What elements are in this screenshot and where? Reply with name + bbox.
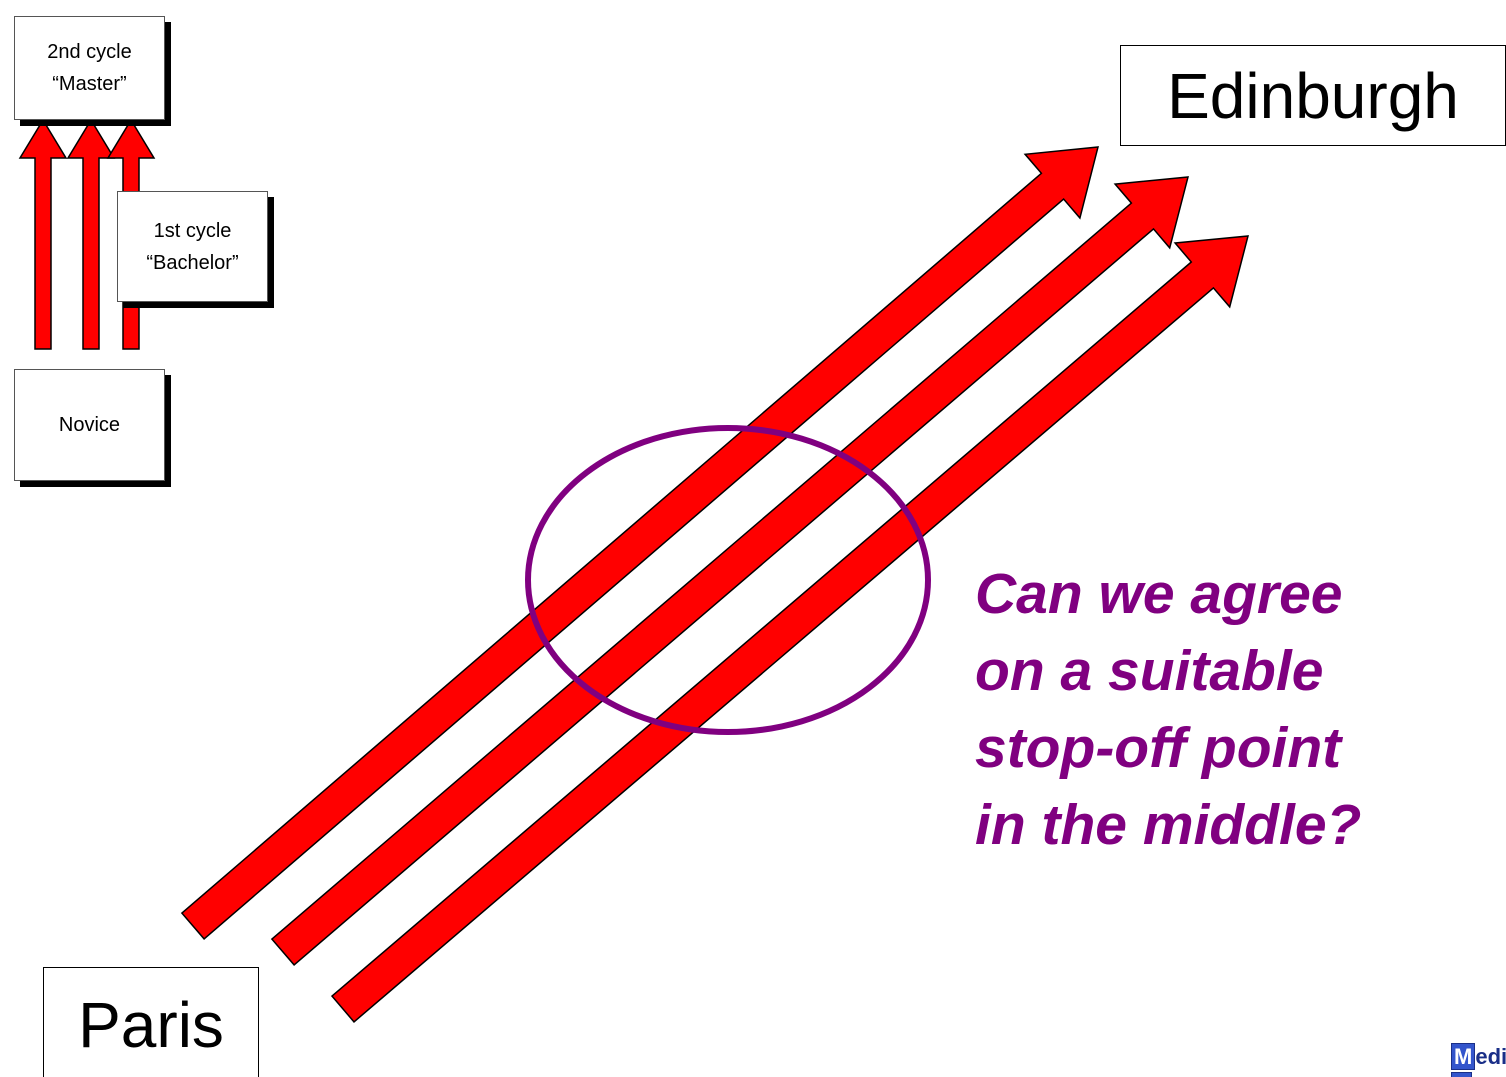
diagonal-arrow-icon-1 bbox=[180, 146, 1099, 940]
logo-row-1: Medic bbox=[1451, 1043, 1506, 1072]
logo-row-2: ED bbox=[1451, 1072, 1506, 1077]
question-line-1: Can we agree bbox=[975, 562, 1343, 626]
master-box-line2: “Master” bbox=[52, 73, 127, 95]
diagonal-arrow-icon-3 bbox=[330, 235, 1249, 1023]
question-line-4: in the middle? bbox=[975, 793, 1362, 857]
ellipse-highlight-icon bbox=[525, 425, 931, 735]
diagonal-arrow-icon-2 bbox=[270, 176, 1189, 966]
question-text: Can we agree on a suitable stop-off poin… bbox=[975, 556, 1455, 864]
origin-label: Paris bbox=[78, 988, 224, 1061]
novice-box-label: Novice bbox=[58, 414, 121, 436]
question-line-2: on a suitable bbox=[975, 639, 1324, 703]
origin-box: Paris bbox=[43, 967, 259, 1077]
master-box: 2nd cycle “Master” bbox=[14, 16, 165, 120]
novice-box: Novice bbox=[14, 369, 165, 481]
arrow-up-icon-2 bbox=[66, 118, 116, 350]
bachelor-box-line1: 1st cycle bbox=[153, 219, 232, 242]
arrow-up-icon-1 bbox=[18, 118, 68, 350]
logo: Medic ED bbox=[1451, 1043, 1506, 1077]
master-box-line1: 2nd cycle bbox=[47, 41, 132, 63]
diagonal-arrows-group bbox=[180, 146, 1249, 1023]
destination-box: Edinburgh bbox=[1120, 45, 1506, 146]
bachelor-box: 1st cycle “Bachelor” bbox=[117, 191, 268, 302]
destination-label: Edinburgh bbox=[1167, 59, 1459, 132]
question-line-3: stop-off point bbox=[975, 716, 1342, 780]
bachelor-box-line2: “Bachelor” bbox=[146, 251, 239, 274]
